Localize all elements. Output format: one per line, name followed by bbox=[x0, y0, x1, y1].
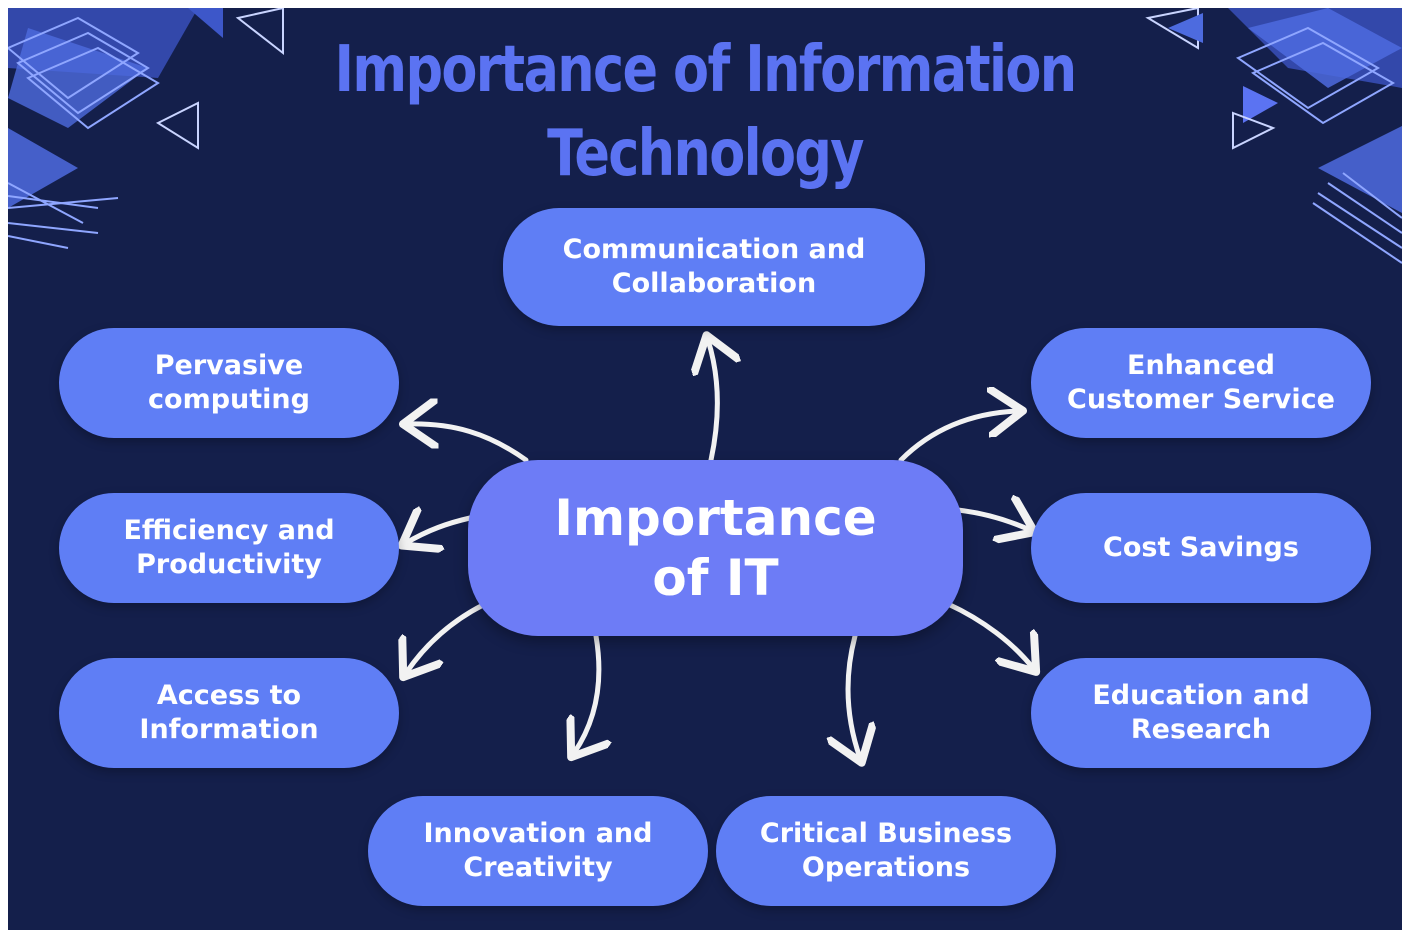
node-innovation-and-creativity: Innovation and Creativity bbox=[368, 796, 708, 906]
page-title-line-1: Importance of Information bbox=[334, 33, 1078, 107]
node-label-line-1: Communication and bbox=[562, 234, 866, 265]
node-enhanced-customer-service: Enhanced Customer Service bbox=[1031, 328, 1371, 438]
top-left-decoration bbox=[8, 8, 284, 249]
node-label-line-1: Efficiency and bbox=[123, 515, 335, 546]
node-label-line-2: Collaboration bbox=[611, 268, 817, 299]
arrow-to-innovation bbox=[574, 633, 599, 753]
node-label-line-1: Education and bbox=[1092, 680, 1310, 711]
node-label-line-2: Research bbox=[1130, 714, 1272, 745]
node-label-line-2: Creativity bbox=[463, 852, 613, 883]
node-label-line-2: Customer Service bbox=[1067, 384, 1335, 415]
node-efficiency-and-productivity: Efficiency and Productivity bbox=[59, 493, 399, 603]
node-label-line-1: Access to bbox=[156, 680, 302, 711]
center-label-line-2: of IT bbox=[652, 549, 779, 607]
node-label-line-2: Information bbox=[139, 714, 319, 745]
arrow-to-pervasive bbox=[408, 424, 529, 463]
node-label-line-2: computing bbox=[148, 384, 310, 415]
node-critical-business-operations: Critical Business Operations bbox=[716, 796, 1056, 906]
infographic-canvas: Importance of Information Technology Com… bbox=[8, 8, 1402, 930]
top-right-decoration bbox=[1145, 8, 1402, 264]
arrow-to-customer bbox=[898, 411, 1018, 463]
node-label-line-2: Operations bbox=[801, 852, 971, 883]
arrow-to-communication bbox=[708, 340, 717, 463]
page-title-line-2: Technology bbox=[547, 117, 864, 191]
node-access-to-information: Access to Information bbox=[59, 658, 399, 768]
arrow-to-cost bbox=[955, 510, 1030, 530]
node-cost-savings: Cost Savings bbox=[1031, 493, 1371, 603]
node-label-line-1: Enhanced bbox=[1127, 350, 1275, 381]
node-label-line-2: Productivity bbox=[136, 549, 322, 580]
center-label-line-1: Importance bbox=[554, 489, 877, 547]
arrow-to-critical bbox=[848, 633, 860, 758]
node-label-line-1: Cost Savings bbox=[1103, 532, 1299, 563]
arrow-to-education bbox=[945, 601, 1033, 668]
connector-arrows bbox=[8, 8, 1402, 930]
arrow-to-access bbox=[406, 602, 486, 673]
arrow-to-efficiency bbox=[406, 518, 473, 543]
central-node-importance-of-it: Importance of IT bbox=[468, 460, 963, 636]
node-label-line-1: Innovation and bbox=[423, 818, 653, 849]
node-pervasive-computing: Pervasive computing bbox=[59, 328, 399, 438]
node-label-line-1: Pervasive bbox=[154, 350, 304, 381]
decorative-geometry bbox=[8, 8, 1402, 264]
node-education-and-research: Education and Research bbox=[1031, 658, 1371, 768]
node-communication-and-collaboration: Communication and Collaboration bbox=[503, 208, 925, 326]
node-label-line-1: Critical Business bbox=[759, 818, 1013, 849]
